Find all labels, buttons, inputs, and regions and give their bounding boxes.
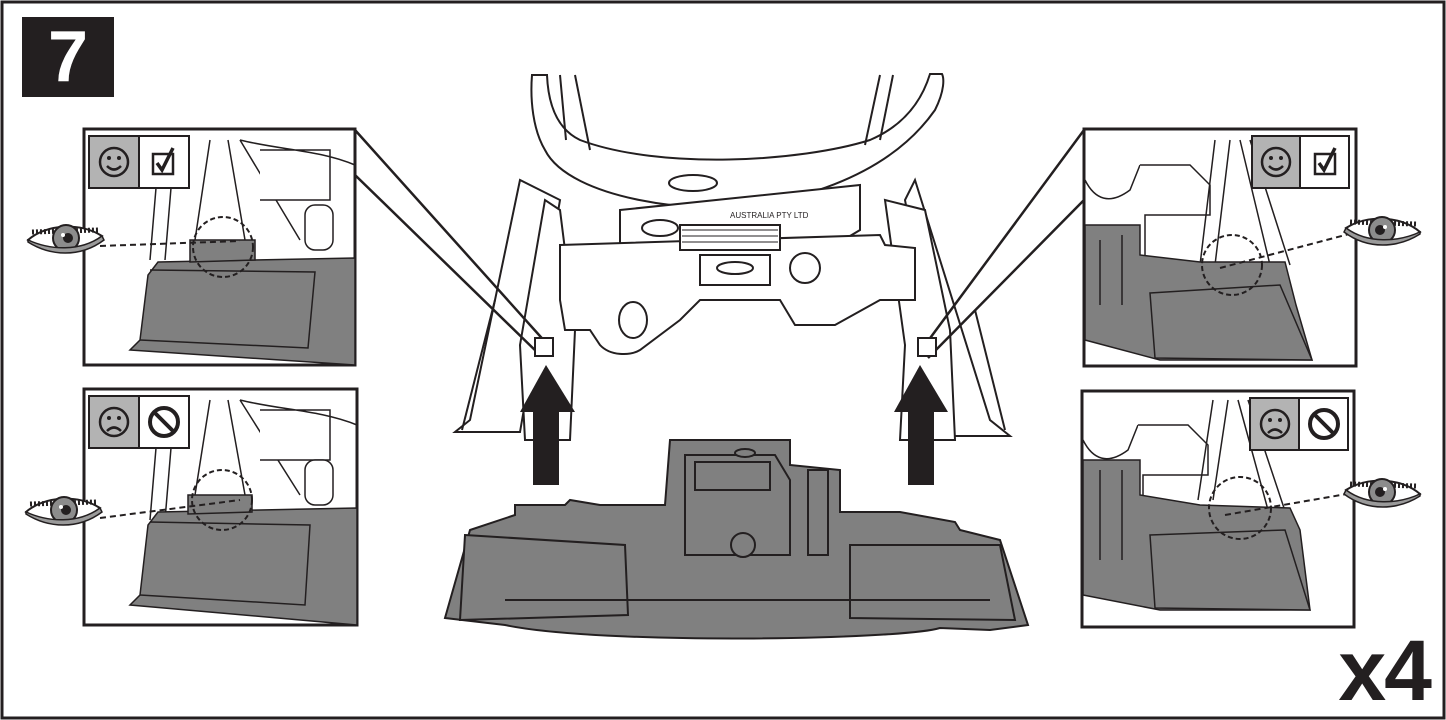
inspection-circle	[1201, 234, 1263, 296]
upward-arrow-right	[894, 365, 948, 485]
inset-bottom-left-incorrect	[82, 387, 359, 627]
quantity-label: x4	[1338, 623, 1432, 719]
inspection-circle	[191, 469, 253, 531]
inspection-circle	[1208, 476, 1272, 540]
inset-top-right-correct	[1082, 127, 1373, 368]
clip-detail-right	[917, 337, 937, 357]
inset-top-left-correct	[82, 127, 357, 367]
step-number-badge: 7	[22, 17, 114, 97]
upward-arrow-left	[520, 365, 575, 485]
callout-lines	[354, 129, 1086, 359]
inspection-circle	[192, 216, 254, 278]
inset-bottom-right-incorrect	[1080, 389, 1371, 629]
seat-label-text: AUSTRALIA PTY LTD	[730, 211, 809, 220]
clip-detail-left	[534, 337, 554, 357]
chair-underside	[452, 73, 1013, 441]
base-part	[443, 439, 1030, 640]
